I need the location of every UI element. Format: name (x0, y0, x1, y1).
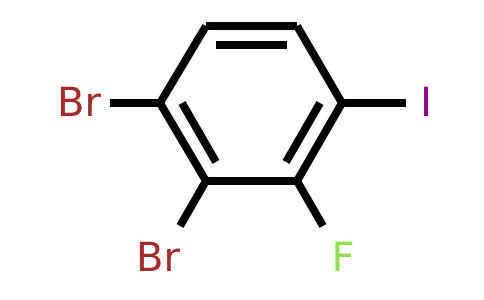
bond-c3-c4 (293, 101, 346, 183)
atom-label-i: I (420, 80, 432, 126)
atom-label-br-top: Br (57, 80, 101, 126)
bond-c5-br2 (176, 178, 210, 229)
bonds (110, 22, 406, 229)
bond-c2-c3 (293, 23, 346, 106)
atom-label-br-bottom: Br (136, 235, 180, 281)
bond-c4-f (293, 178, 327, 229)
double-bond-c3-c4 (282, 101, 324, 164)
double-bond-c5-c6 (178, 101, 220, 164)
bond-c6-c1 (156, 23, 210, 106)
bond-c5-c6 (156, 100, 210, 184)
atom-label-f: F (331, 235, 354, 281)
